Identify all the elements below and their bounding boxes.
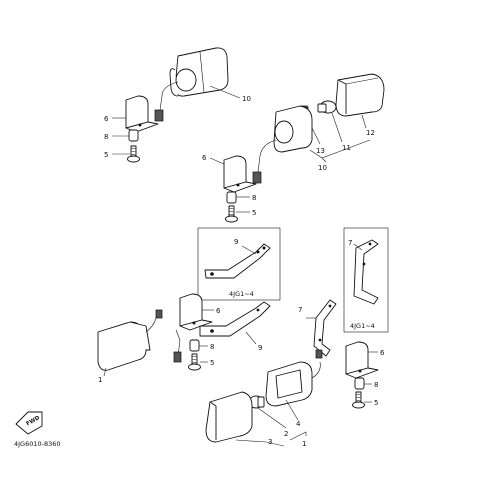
inset-box-left <box>197 227 281 301</box>
callout-1: 1 <box>98 376 102 384</box>
callout-2: 2 <box>284 430 288 438</box>
callout-6: 6 <box>202 154 207 162</box>
wire-lower-left-2 <box>175 329 181 357</box>
callout-6: 6 <box>216 307 221 315</box>
callout-9: 9 <box>258 344 262 352</box>
collar-8-lower-right <box>354 377 365 390</box>
callout-3: 3 <box>268 438 272 446</box>
callout-7: 7 <box>348 239 352 247</box>
callout-10: 10 <box>242 95 251 103</box>
inset-label: 4JG1~4 <box>229 290 254 298</box>
callout-13: 13 <box>316 147 325 155</box>
callout-10: 10 <box>318 164 327 172</box>
callout-5: 5 <box>374 399 378 407</box>
callout-6: 6 <box>104 115 109 123</box>
inset-box-right <box>343 227 389 333</box>
callout-1: 1 <box>302 440 306 448</box>
connector-lower-left <box>155 309 163 319</box>
turn-signal-body-10-right <box>273 105 313 153</box>
lens-12 <box>335 73 385 117</box>
bolt-5-lower-left <box>188 353 201 371</box>
wire-lower-left <box>145 315 161 333</box>
callout-5: 5 <box>252 209 256 217</box>
bolt-5-lower-right <box>352 391 365 409</box>
lens-3 <box>205 391 253 443</box>
collar-8-upper <box>128 129 139 142</box>
connector-lower-right <box>315 349 323 359</box>
grommet-6-lower-left <box>179 293 213 331</box>
callout-8: 8 <box>210 343 214 351</box>
callout-5: 5 <box>210 359 214 367</box>
bulb-11 <box>317 100 337 114</box>
callout-5: 5 <box>104 151 108 159</box>
diagram-code: 4JG6010-8360 <box>14 440 61 448</box>
connector-upper <box>154 109 164 122</box>
grommet-6-middle <box>223 155 257 193</box>
grommet-6-upper <box>125 95 159 133</box>
wire-upper <box>159 81 179 111</box>
bracket-7-inset <box>353 239 379 305</box>
turn-signal-body-lower <box>265 361 313 407</box>
callout-6: 6 <box>380 349 385 357</box>
fwd-arrow-icon: FWD <box>15 411 43 435</box>
callout-7: 7 <box>298 306 302 314</box>
collar-8-lower-left <box>189 339 200 352</box>
callout-8: 8 <box>374 381 378 389</box>
connector-lower-left-2 <box>173 351 182 363</box>
callout-11: 11 <box>342 144 351 152</box>
connector-right <box>252 171 262 184</box>
bracket-9-inset <box>204 243 271 279</box>
bolt-5-middle <box>225 205 238 223</box>
collar-8-middle <box>226 191 237 204</box>
turn-signal-lens-upper-left <box>169 47 229 97</box>
turn-signal-lens-1-left <box>97 321 151 371</box>
wire-lower-right <box>311 361 321 379</box>
bracket-7-lower <box>313 299 337 357</box>
inset-label: 4JG1~4 <box>350 322 375 330</box>
grommet-6-lower-right <box>345 341 379 379</box>
bolt-5-upper <box>127 145 140 163</box>
bracket-9-lower <box>199 301 271 337</box>
callout-12: 12 <box>366 129 375 137</box>
callout-8: 8 <box>104 133 108 141</box>
wire-right <box>257 139 277 173</box>
callout-4: 4 <box>296 420 301 428</box>
callout-8: 8 <box>252 194 256 202</box>
callout-9: 9 <box>234 238 238 246</box>
